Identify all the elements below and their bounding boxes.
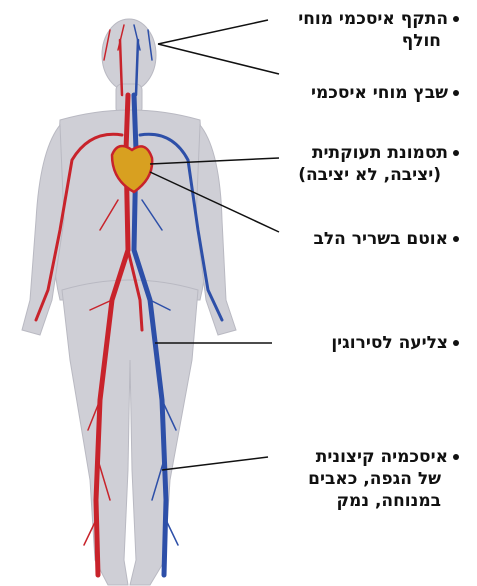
bullet-icon [453,454,459,460]
bullet-icon [453,236,459,242]
bullet-icon [453,340,459,346]
label-intermittent-claudication: צליעה לסירוגין [331,332,459,354]
label-angina-syndrome: תסמונת תעוקתית (יציבה, לא יציבה) [298,142,459,186]
label-critical-limb-ischemia: איסכמיה קיצונית של הגפה, כאבים במנוחה, נ… [308,446,459,512]
bullet-icon [453,150,459,156]
bullet-icon [453,90,459,96]
label-myocardial-infarction: אוטם בשריר הלב [314,228,460,250]
label-transient-ischemic-attack: התקף איסכמי מוחי חולף [298,8,459,52]
label-ischemic-stroke: שבץ מוחי איסכמי [311,82,459,104]
bullet-icon [453,16,459,22]
